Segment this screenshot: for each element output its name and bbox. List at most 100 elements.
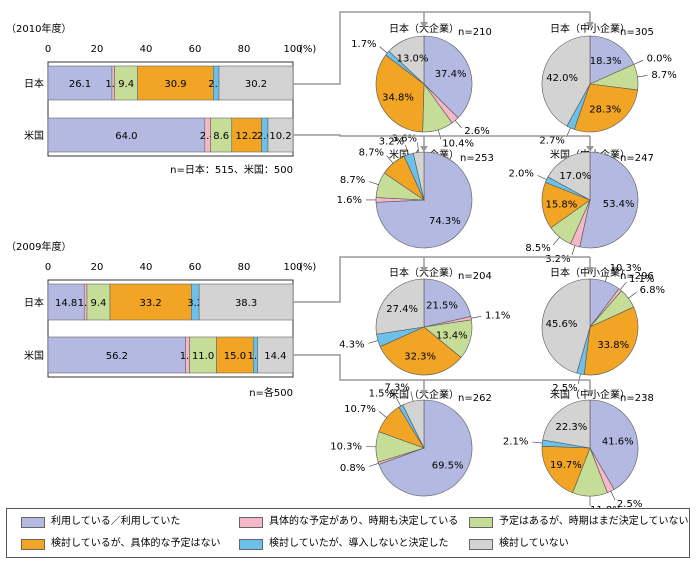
pie-3-label-consider: 15.8% <box>546 199 578 210</box>
bar-panel-0-bar-1-use <box>47 117 206 153</box>
bar-panel-0-tick-5: 100 <box>283 44 302 55</box>
bar-panel-1-bar-1-intend <box>189 336 217 374</box>
pie-7-label-intend: 11.8% <box>590 505 622 508</box>
legend-label-intend: 予定はあるが、時期はまだ決定していない <box>499 516 689 527</box>
bar-panel-0-bar-0-none <box>218 65 294 101</box>
pie-3-slice-consider <box>541 181 591 229</box>
pie-4-n: n=204 <box>458 271 492 282</box>
pie-6-leader-none <box>410 391 414 402</box>
bar-panel-0-bar-label-1-plan: 2.4 <box>200 131 216 142</box>
legend-label-use: 利用している／利用していた <box>51 516 181 527</box>
legend-item-none: 検討していない <box>469 537 569 551</box>
pie-6-label-use: 69.5% <box>432 461 464 472</box>
pie-5-n: n=296 <box>620 271 654 282</box>
pie-3-label-plan: 3.2% <box>545 254 570 265</box>
pie-1-label-consider: 28.3% <box>589 104 621 115</box>
pie-2-leader-intend <box>368 181 379 185</box>
pie-2-leader-consider <box>386 155 394 164</box>
pie-0-label-none: 13.0% <box>397 54 429 65</box>
pie-2-label-intend: 8.7% <box>340 175 365 186</box>
bar-panel-0-category-0: 日本 <box>24 77 44 90</box>
bar-panel-1-bar-label-1-none: 14.4 <box>264 351 286 362</box>
bar-panel-1-category-0: 日本 <box>24 296 44 309</box>
legend-item-plan: 具体的な予定があり、時期も決定している <box>239 515 458 529</box>
bar-panel-0-tick-1: 20 <box>91 44 104 55</box>
bar-panel-1-bar-label-1-plan: 1.6 <box>180 351 196 362</box>
pie-7-slice-use <box>589 399 639 490</box>
legend-label-none: 検討していない <box>499 538 569 549</box>
bar-panel-0-bar-label-0-consider: 30.9 <box>164 79 186 90</box>
legend-label-rejected: 検討していたが、導入しないと決定した <box>269 538 449 549</box>
pie-6-label-consider: 10.7% <box>344 404 376 415</box>
bar-panel-1-unit: (%) <box>299 262 316 273</box>
bar-panel-1-bar-label-1-consider: 15.0 <box>224 351 246 362</box>
bar-panel-0-tick-3: 60 <box>189 44 202 55</box>
connector-arrow-1 <box>586 22 594 28</box>
pie-3-label-rejected: 2.0% <box>508 169 533 180</box>
pie-0-leader-intend <box>437 129 442 140</box>
bar-panel-1-category-1: 米国 <box>24 349 44 362</box>
pie-6-label-intend: 10.3% <box>330 442 362 453</box>
pie-1-leader-intend <box>637 75 648 78</box>
pie-4-label-plan: 1.1% <box>485 311 510 322</box>
bar-panel-1-tick-3: 60 <box>189 262 202 273</box>
pie-1-slice-none <box>541 35 591 127</box>
pie-4-label-rejected: 4.3% <box>339 339 364 350</box>
connector-arrow-7 <box>586 390 594 396</box>
bar-panel-1-bar-label-0-use: 14.8 <box>55 298 77 309</box>
pie-3-leader-rejected <box>537 175 547 180</box>
pie-5-leader-rejected <box>578 373 581 384</box>
pie-0-n: n=210 <box>458 27 492 38</box>
bar-panel-1-bar-0-consider <box>109 283 192 321</box>
pie-6-leader-consider <box>378 411 387 418</box>
pie-1-slice-consider <box>573 83 638 133</box>
bar-panel-1-bar-1-consider <box>216 336 254 374</box>
legend-item-use: 利用している／利用していた <box>21 515 180 529</box>
pie-1-slice-use <box>589 35 635 85</box>
pie-5-label-intend: 6.8% <box>640 285 665 296</box>
connector-arrow-6 <box>420 390 428 396</box>
pie-2-label-use: 74.3% <box>429 216 461 227</box>
connector-2010-us <box>293 134 590 137</box>
pie-0-slice-use <box>423 35 473 119</box>
bar-panel-0-bar-label-0-intend: 9.4 <box>118 79 134 90</box>
bar-panel-0-bar-label-1-use: 64.0 <box>115 131 137 142</box>
pie-5-label-consider: 33.8% <box>597 340 629 351</box>
pie-0-label-consider: 34.8% <box>382 92 414 103</box>
pie-7-slice-consider <box>541 445 591 494</box>
legend: 利用している／利用していた 具体的な予定があり、時期も決定している 予定はあるが… <box>6 508 690 558</box>
connector-arrow-0 <box>420 22 428 28</box>
pie-0-label-use: 37.4% <box>435 69 467 80</box>
pie-5-label-use: 10.3% <box>610 263 642 274</box>
bar-panel-0-bar-label-0-plan: 1.1 <box>105 79 121 90</box>
pie-4-slice-none <box>375 278 425 335</box>
legend-item-rejected: 検討していたが、導入しないと決定した <box>239 537 449 551</box>
pie-0-label-rejected: 1.7% <box>351 39 376 50</box>
legend-swatch-rejected <box>239 538 263 550</box>
connector-arrow-5 <box>586 267 594 273</box>
pie-7-label-consider: 19.7% <box>550 460 582 471</box>
bar-panel-0-bar-label-0-use: 26.1 <box>69 79 91 90</box>
pie-3-slice-use <box>579 151 639 249</box>
pie-4-label-intend: 13.4% <box>436 331 468 342</box>
bar-panel-1-bar-label-1-use: 56.2 <box>106 351 128 362</box>
bar-panel-1-bar-label-0-none: 38.3 <box>235 298 257 309</box>
legend-swatch-use <box>21 516 45 528</box>
pie-0-label-plan: 2.6% <box>464 126 489 137</box>
pie-4-label-none: 27.4% <box>386 304 418 315</box>
bar-panel-1-bar-label-1-rejected: 1.8 <box>248 351 264 362</box>
pie-1-n: n=305 <box>620 27 654 38</box>
bar-panel-1-tick-0: 0 <box>45 262 51 273</box>
pie-6-label-none: 7.3% <box>385 383 410 394</box>
pie-7-leader-plan <box>610 491 616 501</box>
pie-5-label-plan: 1.1% <box>629 274 654 285</box>
pie-2-leader-none <box>417 142 419 153</box>
pie-6-n: n=262 <box>458 393 492 404</box>
pie-0-label-intend: 10.4% <box>442 138 474 149</box>
pie-2-leader-rejected <box>405 144 409 155</box>
pie-5-slice-none <box>541 278 591 374</box>
bar-panel-1-bar-label-0-consider: 33.2 <box>140 298 162 309</box>
bar-panel-1-tick-1: 20 <box>91 262 104 273</box>
pie-6-slice-none <box>402 399 425 449</box>
